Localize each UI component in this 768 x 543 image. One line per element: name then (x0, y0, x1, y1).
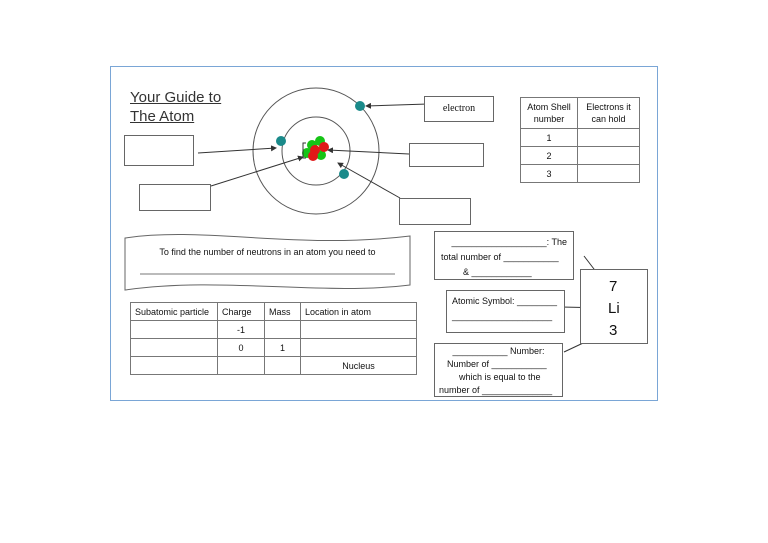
capacity-cell[interactable] (577, 146, 640, 165)
table-row: Nucleus (130, 356, 417, 375)
atomic-number-box: ___________ Number: Number of __________… (434, 343, 563, 397)
symbol-box-line: ____________________ (452, 311, 553, 321)
electron-particle (339, 169, 349, 179)
arrow-electron (365, 102, 429, 109)
electron-label: electron (442, 103, 476, 114)
number-box-line: Number of ___________ (447, 359, 547, 369)
mass-box-line: total number of ___________ (441, 252, 559, 262)
table-row: Subatomic particle Charge Mass Location … (130, 302, 417, 321)
table-row: -1 (130, 320, 417, 339)
table-row: Atom Shell number Electrons it can hold (520, 97, 640, 129)
table-row: 1 (520, 128, 640, 147)
mass-header: Mass (264, 302, 301, 321)
neutrons-banner-shape (124, 234, 411, 291)
table-row: 2 (520, 146, 640, 165)
charge-cell[interactable] (217, 356, 265, 375)
capacity-cell[interactable] (577, 164, 640, 183)
subatomic-table: Subatomic particle Charge Mass Location … (130, 302, 417, 375)
title-line-1: Your Guide to (130, 89, 222, 106)
mass-cell: 1 (264, 338, 301, 357)
arrow-left-top (197, 145, 277, 154)
answer-box-left-bottom[interactable] (139, 184, 211, 211)
particle-cell[interactable] (130, 356, 218, 375)
answer-box-left-top[interactable] (124, 135, 194, 166)
location-cell: Nucleus (300, 356, 417, 375)
element-box: 7 Li 3 (580, 269, 648, 344)
nucleus-bracket (302, 142, 306, 159)
shell-table: Atom Shell number Electrons it can hold … (520, 97, 640, 183)
charge-cell: 0 (217, 338, 265, 357)
arrow-right-mid (327, 147, 410, 155)
charge-cell: -1 (217, 320, 265, 339)
answer-box-right-mid[interactable] (409, 143, 484, 167)
proton-particle (319, 142, 329, 152)
atomic-symbol-box: Atomic Symbol: ________ ________________… (446, 290, 565, 333)
shell-cell: 1 (520, 128, 578, 147)
table-row: 0 1 (130, 338, 417, 357)
atomic-number: 3 (609, 322, 618, 339)
answer-box-right-bottom[interactable] (399, 198, 471, 225)
proton-particle (308, 151, 318, 161)
element-symbol: Li (608, 300, 620, 317)
atom-diagram (124, 87, 614, 353)
electron-particle (276, 136, 286, 146)
page-title: Your Guide to The Atom (130, 88, 221, 126)
mass-cell[interactable] (264, 320, 301, 339)
particle-header: Subatomic particle (130, 302, 218, 321)
electron-label-box: electron (424, 96, 494, 122)
location-cell[interactable] (300, 320, 417, 339)
mass-cell[interactable] (264, 356, 301, 375)
table-row: 3 (520, 164, 640, 183)
mass-box-line: & ____________ (463, 267, 532, 277)
shell-cell: 3 (520, 164, 578, 183)
shell-cell: 2 (520, 146, 578, 165)
mass-number-box: ___________________: The total number of… (434, 231, 574, 280)
electron-particle (355, 101, 365, 111)
capacity-cell[interactable] (577, 128, 640, 147)
neutrons-banner-text: To find the number of neutrons in an ato… (159, 247, 376, 257)
number-box-line: which is equal to the (459, 372, 541, 382)
location-cell[interactable] (300, 338, 417, 357)
shell-header: Atom Shell number (520, 97, 578, 129)
symbol-box-line: Atomic Symbol: ________ (452, 296, 558, 306)
title-line-2: The Atom (130, 108, 195, 125)
outer-shell (252, 87, 380, 215)
mass-number: 7 (609, 278, 618, 295)
particle-cell[interactable] (130, 320, 218, 339)
capacity-header: Electrons it can hold (577, 97, 640, 129)
location-header: Location in atom (300, 302, 417, 321)
arrow-right-bottom (337, 162, 401, 199)
arrow-left-bottom (210, 155, 304, 187)
charge-header: Charge (217, 302, 265, 321)
mass-box-line: ___________________: The (451, 237, 567, 247)
number-box-line: number of ______________ (439, 385, 553, 395)
particle-cell[interactable] (130, 338, 218, 357)
number-box-line: ___________ Number: (452, 346, 545, 356)
